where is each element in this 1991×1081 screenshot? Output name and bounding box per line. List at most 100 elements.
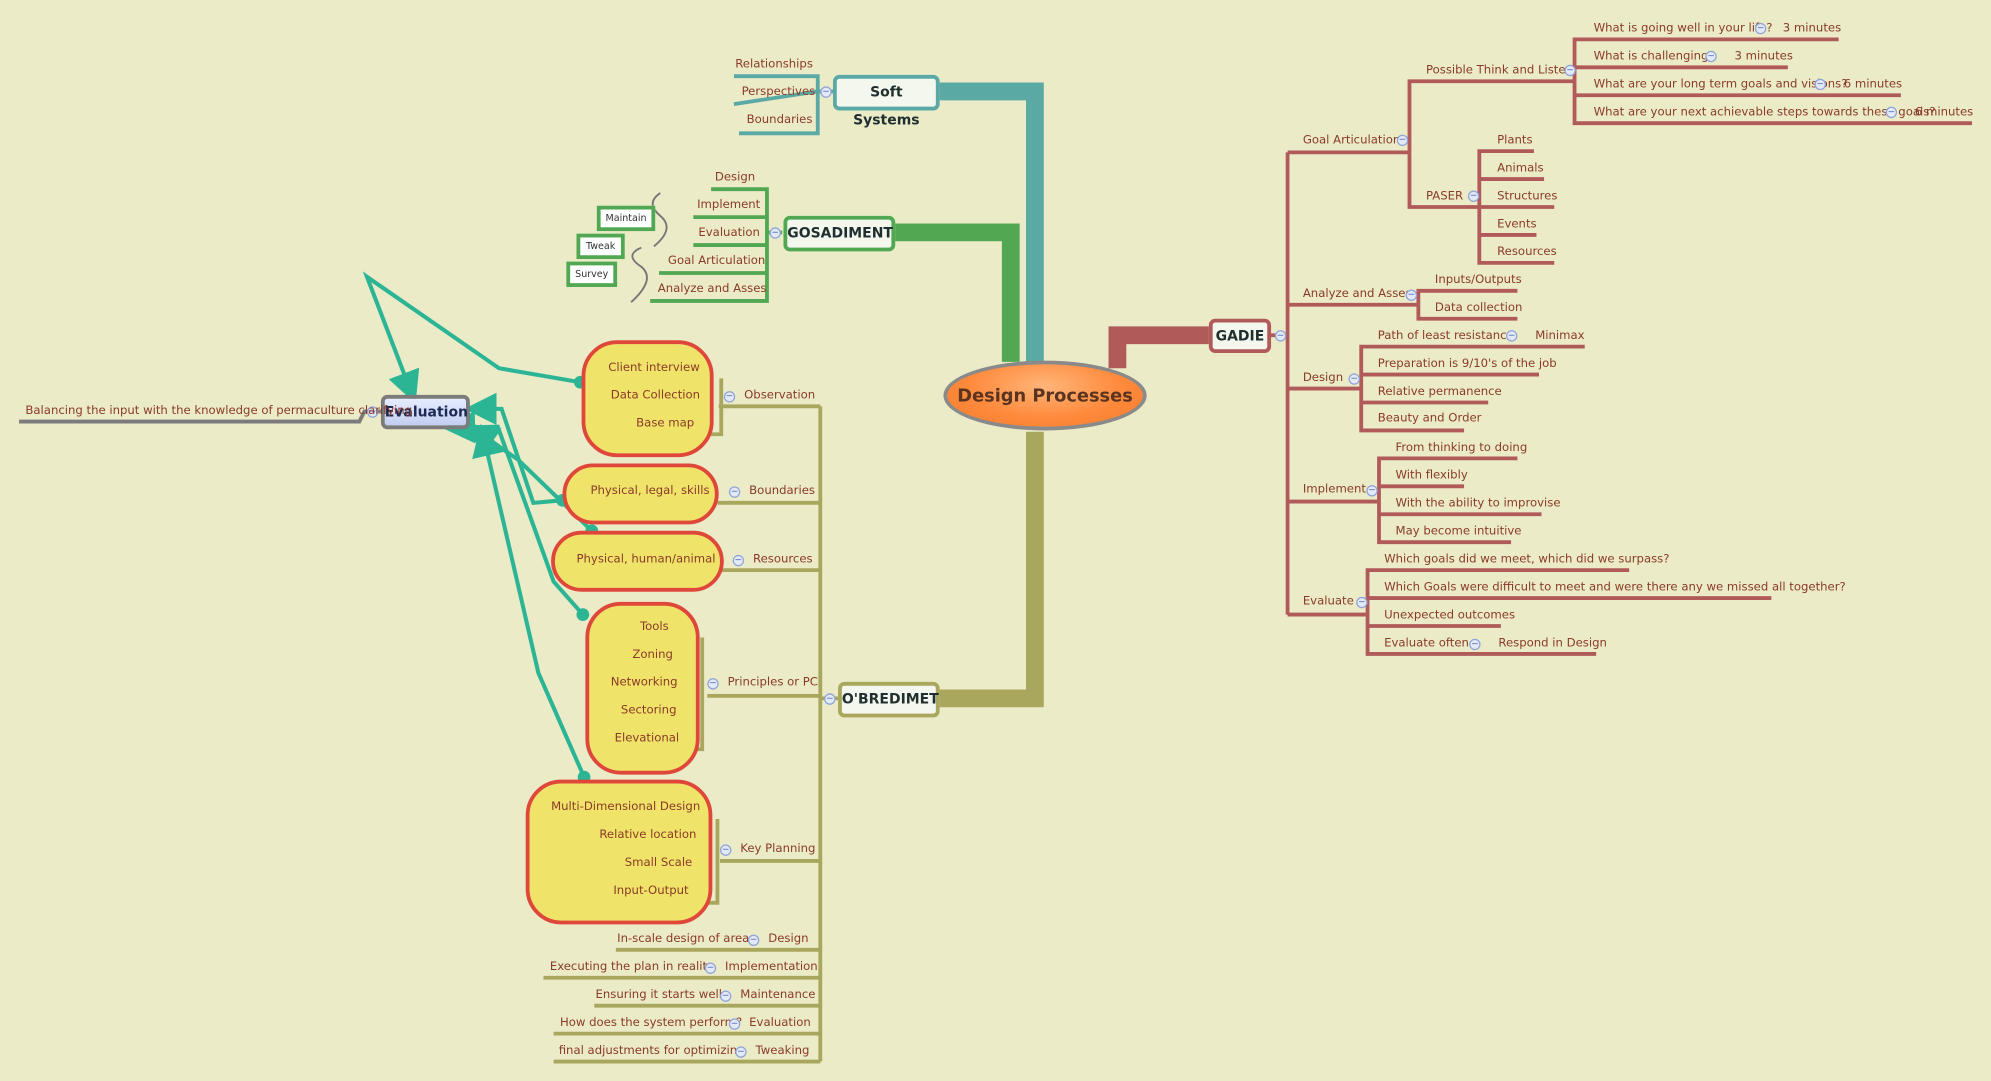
collapse-toggle-icon[interactable]: − <box>366 406 379 418</box>
resources-label[interactable]: Resources <box>752 552 813 567</box>
res-physical-human[interactable]: Physical, human/animal <box>576 552 716 567</box>
gadie-design-label[interactable]: Design <box>1302 370 1344 385</box>
paser-events[interactable]: Events <box>1497 217 1537 232</box>
design-preparation[interactable]: Preparation is 9/10's of the job <box>1377 356 1557 371</box>
soft-item-relationships[interactable]: Relationships <box>735 57 813 72</box>
pc-networking[interactable]: Networking <box>610 675 678 690</box>
kp-input-output[interactable]: Input-Output <box>613 883 689 898</box>
collapse-toggle-icon[interactable]: − <box>719 990 732 1002</box>
implement-thinking-doing[interactable]: From thinking to doing <box>1395 440 1528 455</box>
boundaries-label[interactable]: Boundaries <box>749 483 815 498</box>
evaluate-often[interactable]: Evaluate often <box>1384 636 1469 651</box>
implement-improvise[interactable]: With the ability to improvise <box>1395 496 1561 511</box>
evaluate-respond[interactable]: Respond in Design <box>1498 636 1607 651</box>
obr-design-item[interactable]: In-scale design of area <box>617 932 750 947</box>
obr-tweaking-label[interactable]: Tweaking <box>755 1043 810 1058</box>
evaluate-label[interactable]: Evaluate <box>1302 594 1354 609</box>
pc-zoning[interactable]: Zoning <box>632 647 673 662</box>
collapse-toggle-icon[interactable]: − <box>723 391 736 403</box>
survey-box[interactable]: Survey <box>566 261 618 287</box>
gos-item-design[interactable]: Design <box>714 170 756 185</box>
collapse-toggle-icon[interactable]: − <box>769 227 781 239</box>
implement-flexibly[interactable]: With flexibly <box>1395 468 1468 483</box>
tl-q1[interactable]: What is going well in your life? <box>1593 21 1773 36</box>
tl-t1[interactable]: 3 minutes <box>1782 21 1842 36</box>
gosadiment-node[interactable]: GOSADIMENT <box>783 215 896 252</box>
bound-physical-legal[interactable]: Physical, legal, skills <box>590 483 710 498</box>
obredimet-node[interactable]: O'BREDIMET <box>838 681 940 718</box>
obr-evaluation-label[interactable]: Evaluation <box>749 1015 811 1030</box>
design-beauty-order[interactable]: Beauty and Order <box>1377 411 1482 426</box>
paser-plants[interactable]: Plants <box>1497 133 1533 148</box>
collapse-toggle-icon[interactable]: − <box>1754 22 1767 35</box>
tl-q4[interactable]: What are your next achievable steps towa… <box>1593 105 1936 120</box>
collapse-toggle-icon[interactable]: − <box>1405 289 1418 301</box>
paser-resources[interactable]: Resources <box>1497 245 1557 260</box>
gos-item-analyze[interactable]: Analyze and Asses <box>657 281 767 296</box>
collapse-toggle-icon[interactable]: − <box>1467 190 1480 202</box>
evaluation-node[interactable]: Evaluation <box>380 394 470 430</box>
collapse-toggle-icon[interactable]: − <box>1705 50 1717 63</box>
implement-intuitive[interactable]: May become intuitive <box>1395 524 1522 539</box>
obs-data-collection[interactable]: Data Collection <box>610 388 701 403</box>
maintain-box[interactable]: Maintain <box>596 205 656 232</box>
obs-client-interview[interactable]: Client interview <box>608 360 700 375</box>
tl-t2[interactable]: 3 minutes <box>1734 49 1793 64</box>
collapse-toggle-icon[interactable]: − <box>707 678 719 690</box>
kp-multi-dimensional[interactable]: Multi-Dimensional Design <box>551 799 701 814</box>
collapse-toggle-icon[interactable]: − <box>1348 373 1360 385</box>
collapse-toggle-icon[interactable]: − <box>1396 134 1409 147</box>
goal-articulation-label[interactable]: Goal Articulation <box>1302 133 1401 148</box>
design-minimax[interactable]: Minimax <box>1535 328 1585 343</box>
collapse-toggle-icon[interactable]: − <box>820 86 832 98</box>
soft-item-boundaries[interactable]: Boundaries <box>746 113 813 127</box>
tl-q3[interactable]: What are your long term goals and vision… <box>1593 77 1848 92</box>
collapse-toggle-icon[interactable]: − <box>1885 106 1898 119</box>
tl-t3[interactable]: 6 minutes <box>1843 77 1903 92</box>
gos-item-implement[interactable]: Implement <box>697 198 761 213</box>
tl-q2[interactable]: What is challenging? <box>1593 49 1715 64</box>
analyze-inputs-outputs[interactable]: Inputs/Outputs <box>1434 273 1522 287</box>
soft-item-perspectives[interactable]: Perspectives <box>741 85 816 100</box>
evaluation-note[interactable]: Balancing the input with the knowledge o… <box>25 403 413 418</box>
obs-base-map[interactable]: Base map <box>636 416 695 431</box>
collapse-toggle-icon[interactable]: − <box>719 844 732 856</box>
pc-sectoring[interactable]: Sectoring <box>620 703 677 718</box>
obr-evaluation-item[interactable]: How does the system perform? <box>559 1015 743 1030</box>
collapse-toggle-icon[interactable]: − <box>1564 64 1576 77</box>
analyze-label[interactable]: Analyze and Asses <box>1302 286 1412 301</box>
kp-small-scale[interactable]: Small Scale <box>624 855 693 870</box>
tl-t4[interactable]: 6 minutes <box>1914 105 1974 120</box>
pc-tools[interactable]: Tools <box>639 619 669 634</box>
collapse-toggle-icon[interactable]: − <box>704 962 717 974</box>
paser-animals[interactable]: Animals <box>1497 161 1544 176</box>
collapse-toggle-icon[interactable]: − <box>1505 330 1518 342</box>
gos-item-goal-articulation[interactable]: Goal Articulation <box>667 253 766 268</box>
key-planning-label[interactable]: Key Planning <box>740 841 816 856</box>
paser-label[interactable]: PASER <box>1425 189 1464 204</box>
pc-elevational[interactable]: Elevational <box>614 731 680 746</box>
observation-label[interactable]: Observation <box>744 388 816 403</box>
evaluate-goals-difficult[interactable]: Which Goals were difficult to meet and w… <box>1384 580 1846 595</box>
central-topic[interactable]: Design Processes <box>943 360 1147 431</box>
collapse-toggle-icon[interactable]: − <box>1274 330 1287 342</box>
tweak-box[interactable]: Tweak <box>576 233 625 260</box>
obr-implementation-item[interactable]: Executing the plan in reality <box>549 959 714 974</box>
design-relative-permanence[interactable]: Relative permanence <box>1377 384 1502 399</box>
implement-label[interactable]: Implement <box>1302 482 1366 497</box>
gadie-node[interactable]: GADIE <box>1208 318 1272 354</box>
evaluate-unexpected[interactable]: Unexpected outcomes <box>1384 608 1516 623</box>
collapse-toggle-icon[interactable]: − <box>728 486 741 498</box>
collapse-toggle-icon[interactable]: − <box>747 934 760 947</box>
gos-item-evaluation[interactable]: Evaluation <box>698 226 760 240</box>
collapse-toggle-icon[interactable]: − <box>735 1046 747 1058</box>
obr-design-label[interactable]: Design <box>768 932 809 947</box>
analyze-data-collection[interactable]: Data collection <box>1434 300 1523 315</box>
obr-implementation-label[interactable]: Implementation <box>725 959 818 974</box>
obr-tweaking-item[interactable]: final adjustments for optimizing <box>558 1043 745 1058</box>
collapse-toggle-icon[interactable]: − <box>732 554 745 567</box>
paser-structures[interactable]: Structures <box>1497 189 1558 204</box>
kp-relative-location[interactable]: Relative location <box>599 827 697 842</box>
design-least-resistance[interactable]: Path of least resistance <box>1377 328 1514 343</box>
think-listen-label[interactable]: Possible Think and Listen <box>1425 63 1573 78</box>
